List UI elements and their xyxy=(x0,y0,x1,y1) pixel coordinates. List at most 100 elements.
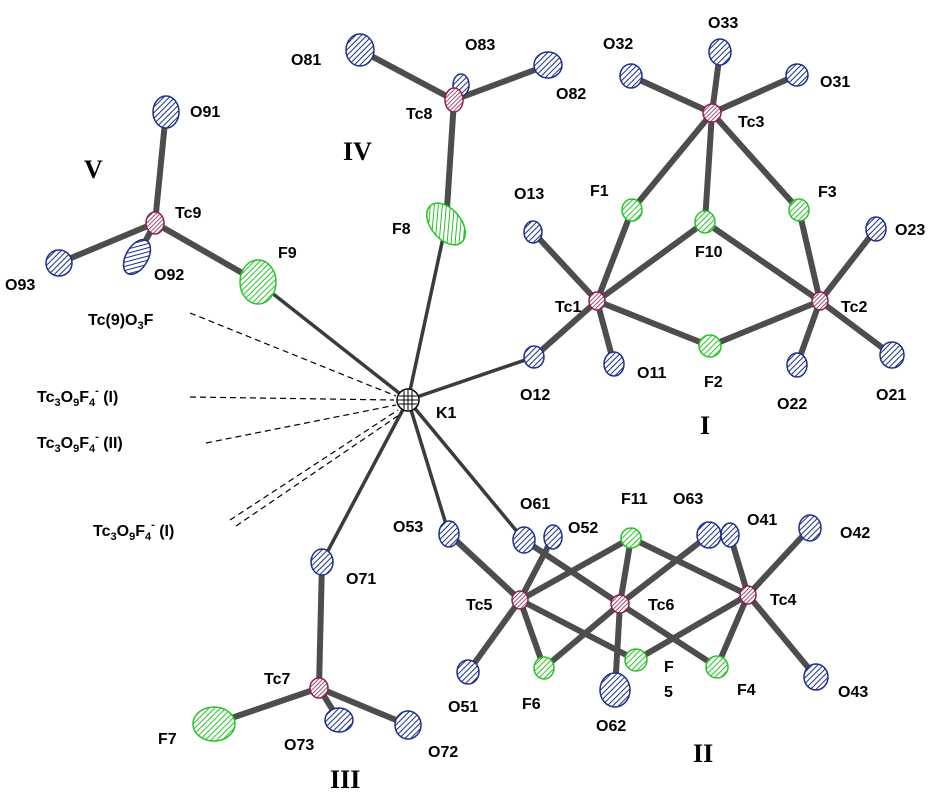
label-o13: O13 xyxy=(514,186,544,203)
bonds-fragment-v xyxy=(56,109,261,285)
label-o42: O42 xyxy=(840,525,870,542)
atom-o53 xyxy=(438,520,460,548)
atom-f6 xyxy=(533,656,555,680)
label-k1: K1 xyxy=(436,405,457,422)
label-tc4: Tc4 xyxy=(770,592,796,609)
label-f1: F1 xyxy=(590,183,609,200)
atom-o12 xyxy=(523,345,545,369)
label-o81: O81 xyxy=(291,52,321,69)
atom-o13 xyxy=(523,220,543,244)
atom-f11 xyxy=(620,527,642,549)
label-tc2: Tc2 xyxy=(841,299,867,316)
atom-o82 xyxy=(533,51,563,79)
label-o73: O73 xyxy=(284,737,314,754)
atom-o93 xyxy=(45,249,73,277)
fluorine-atoms xyxy=(192,198,810,742)
fragment-label-iv: IV xyxy=(343,137,372,166)
label-f4: F4 xyxy=(737,682,756,699)
atom-f1 xyxy=(621,198,643,222)
label-o51: O51 xyxy=(448,699,478,716)
label-o41: O41 xyxy=(747,512,777,529)
bonds-fragment-i xyxy=(530,49,895,368)
atom-o92 xyxy=(122,238,152,276)
label-f7: F7 xyxy=(158,731,177,748)
atom-o21 xyxy=(879,341,905,369)
atom-o62 xyxy=(599,672,631,708)
atom-o73 xyxy=(324,707,354,733)
atom-tc9 xyxy=(145,211,165,235)
label-tc6: Tc6 xyxy=(648,597,674,614)
label-f3: F3 xyxy=(818,184,837,201)
atom-k1 xyxy=(396,388,420,412)
atom-tc6 xyxy=(610,594,630,614)
atom-o63 xyxy=(696,521,722,549)
atom-f10 xyxy=(694,210,716,234)
atom-o32 xyxy=(619,63,643,89)
label-f11: F11 xyxy=(621,491,648,508)
fragment-label-v: V xyxy=(84,155,103,184)
label-o33: O33 xyxy=(708,15,738,32)
fragment-labels: I II III IV V xyxy=(84,137,713,794)
label-o62: O62 xyxy=(596,718,626,735)
atom-f4 xyxy=(705,655,729,679)
technetium-atoms xyxy=(145,87,829,699)
label-o21: O21 xyxy=(876,387,906,404)
atom-o31 xyxy=(785,63,809,87)
atom-tc1 xyxy=(588,291,606,311)
label-o32: O32 xyxy=(603,36,633,53)
fragment-label-i: I xyxy=(700,411,710,440)
atom-f7 xyxy=(192,706,236,742)
atom-f8 xyxy=(426,202,466,246)
bonds-fragment-iv xyxy=(357,47,551,227)
label-o63: O63 xyxy=(673,491,703,508)
atom-f2 xyxy=(698,334,722,358)
atom-o81 xyxy=(345,33,375,67)
atom-o41 xyxy=(720,522,740,548)
contact-label-tc9o3f: Tc(9)O3F xyxy=(88,312,154,332)
label-o23: O23 xyxy=(895,222,925,239)
label-o72: O72 xyxy=(428,744,458,761)
label-o52: O52 xyxy=(568,520,598,537)
fragment-label-ii: II xyxy=(693,739,713,768)
k1-contacts xyxy=(189,222,536,564)
label-o83: O83 xyxy=(465,37,495,54)
label-o82: O82 xyxy=(556,86,586,103)
label-tc8: Tc8 xyxy=(406,106,432,123)
atom-o11 xyxy=(603,351,625,377)
label-o43: O43 xyxy=(838,684,868,701)
atom-o72 xyxy=(394,710,422,740)
bonds-fragment-ii xyxy=(446,525,819,693)
atom-tc8 xyxy=(444,87,464,113)
label-f5-number: 5 xyxy=(664,684,673,701)
label-o61: O61 xyxy=(520,496,550,513)
bonds-fragment-iii xyxy=(211,559,411,728)
label-f8: F8 xyxy=(392,221,411,238)
atom-o42 xyxy=(798,514,822,542)
label-tc5: Tc5 xyxy=(466,597,492,614)
label-tc9: Tc9 xyxy=(175,205,201,222)
label-tc3: Tc3 xyxy=(738,114,764,131)
label-o92: O92 xyxy=(154,267,184,284)
label-f2: F2 xyxy=(704,374,723,391)
atom-labels: O91 Tc9 O93 O92 F9 O81 O83 O82 Tc8 F8 O3… xyxy=(5,15,925,761)
contact-label-anion-i-b: Tc3O9F4- (I) xyxy=(93,519,174,543)
atom-tc2 xyxy=(811,291,829,311)
atom-tc4 xyxy=(739,585,757,605)
atom-o61 xyxy=(512,526,536,554)
atom-f5 xyxy=(624,648,648,672)
atom-o52 xyxy=(543,524,563,550)
contact-label-anion-i-a: Tc3O9F4- (I) xyxy=(37,385,118,409)
label-tc7: Tc7 xyxy=(264,671,290,688)
label-f5-letter: F xyxy=(664,659,674,676)
label-o31: O31 xyxy=(820,74,850,91)
atom-o22 xyxy=(786,352,808,378)
label-o12: O12 xyxy=(520,387,550,404)
atom-f3 xyxy=(788,198,810,222)
label-f10: F10 xyxy=(695,244,723,261)
atom-o23 xyxy=(865,216,887,242)
label-f6: F6 xyxy=(522,696,541,713)
oxygen-atoms xyxy=(45,33,905,740)
atom-tc3 xyxy=(702,103,722,123)
